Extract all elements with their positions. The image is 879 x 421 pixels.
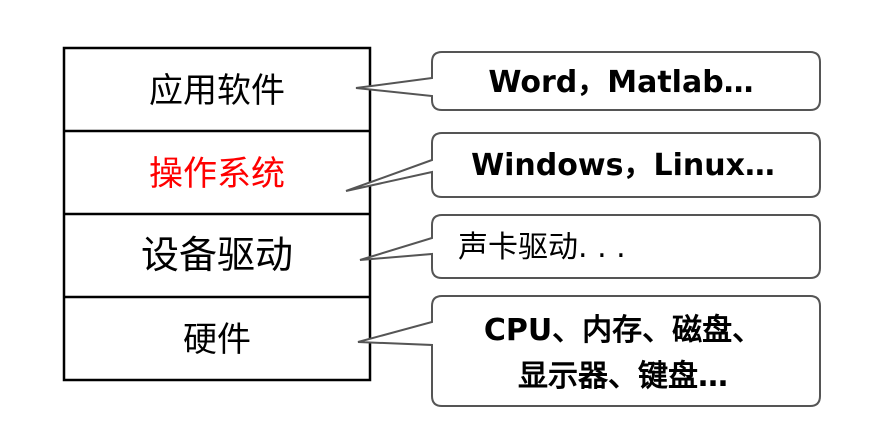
layer-device-driver: 设备驱动	[141, 233, 293, 277]
callout-driver: 声卡驱动. . .	[359, 214, 821, 279]
layer-operating-system: 操作系统	[149, 154, 285, 194]
layer-stack: 应用软件 操作系统 设备驱动 硬件	[62, 46, 372, 382]
layer-application-software: 应用软件	[149, 71, 285, 111]
callout-bubble	[345, 132, 821, 198]
callout-os-text: Windows，Linux…	[471, 148, 775, 183]
callout-os: Windows，Linux…	[345, 132, 821, 198]
callout-hardware-text-line1: CPU、内存、磁盘、	[484, 313, 762, 348]
callout-hardware: CPU、内存、磁盘、 显示器、键盘…	[357, 295, 821, 407]
callout-bubble	[359, 214, 821, 279]
callout-application-text: Word，Matlab…	[488, 65, 753, 100]
callout-driver-text: 声卡驱动. . .	[458, 230, 626, 265]
callout-bubble	[355, 51, 821, 111]
layer-hardware: 硬件	[183, 320, 251, 360]
callout-bubble	[357, 295, 821, 407]
callout-hardware-text-line2: 显示器、键盘…	[518, 359, 728, 394]
callout-application: Word，Matlab…	[355, 51, 821, 111]
